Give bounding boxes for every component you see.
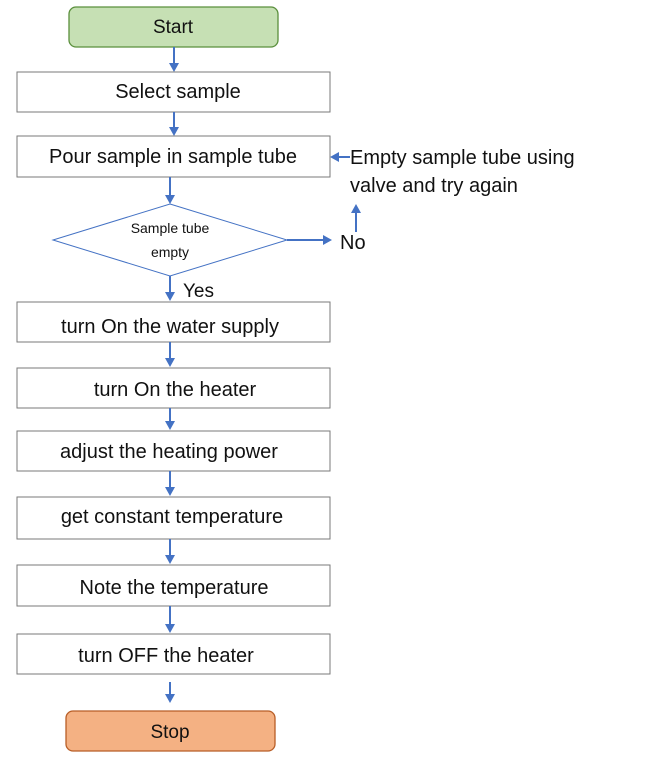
pour-sample-label: Pour sample in sample tube <box>49 146 297 168</box>
stop-label: Stop <box>150 722 189 743</box>
arrowhead <box>165 421 175 430</box>
heater-off-label: turn OFF the heater <box>78 645 254 667</box>
arrowhead <box>165 624 175 633</box>
water-supply-label: turn On the water supply <box>61 316 279 338</box>
yes-label: Yes <box>183 281 214 302</box>
arrowhead <box>169 63 179 72</box>
arrowhead <box>323 235 332 245</box>
retry-note-line1: Empty sample tube using <box>350 147 575 169</box>
no-label: No <box>340 232 366 254</box>
decision-label-line2: empty <box>151 244 189 260</box>
arrowhead <box>165 487 175 496</box>
water-supply-box <box>16 301 331 343</box>
decision-diamond <box>51 203 289 277</box>
note-temp-box <box>16 564 331 607</box>
arrowhead <box>330 152 339 162</box>
start-label: Start <box>153 17 194 38</box>
heater-off-box <box>16 633 331 675</box>
arrowhead <box>169 127 179 136</box>
arrowhead <box>165 358 175 367</box>
stop-terminal <box>65 710 276 752</box>
arrowhead <box>165 195 175 204</box>
arrowhead <box>165 694 175 703</box>
arrowhead <box>351 204 361 213</box>
arrowhead <box>165 292 175 301</box>
note-temp-label: Note the temperature <box>80 577 269 599</box>
constant-temp-label: get constant temperature <box>61 506 283 528</box>
select-sample-box <box>16 71 331 113</box>
heater-on-label: turn On the heater <box>94 379 257 401</box>
decision-label-line1: Sample tube <box>131 220 210 236</box>
adjust-power-label: adjust the heating power <box>60 441 278 463</box>
constant-temp-box <box>16 496 331 540</box>
retry-note-line2: valve and try again <box>350 175 518 197</box>
heater-on-box <box>16 367 331 409</box>
arrowhead <box>165 555 175 564</box>
adjust-power-box <box>16 430 331 472</box>
select-sample-label: Select sample <box>115 81 241 103</box>
pour-sample-box <box>16 135 331 178</box>
